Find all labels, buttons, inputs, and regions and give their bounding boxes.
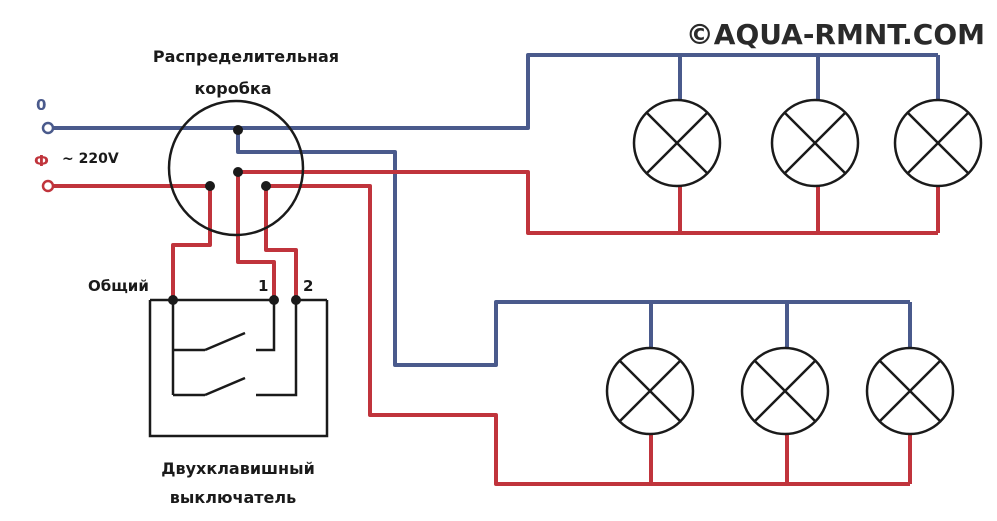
- common-terminal-label: Общий: [88, 277, 149, 295]
- neutral-terminal: [41, 121, 55, 135]
- lamp: [770, 98, 860, 188]
- switch-terminal-1-node: [269, 295, 279, 305]
- lamp: [605, 346, 695, 436]
- neutral-label: 0: [36, 96, 46, 114]
- junction-node-right: [261, 181, 271, 191]
- junction-node-neutral: [233, 125, 243, 135]
- junction-box-label-line1: Распределительная: [153, 47, 339, 66]
- wire-from-terminal-1: [236, 172, 276, 300]
- lower-group-feed: [266, 184, 910, 486]
- double-switch: [148, 298, 329, 438]
- phase-wires: [50, 170, 940, 486]
- junction-node-center: [233, 167, 243, 177]
- lamp: [893, 98, 983, 188]
- switch-key-2-blade: [204, 376, 246, 397]
- switch-key-1-contact: [256, 300, 276, 352]
- neutral-lower-wire: [236, 128, 910, 367]
- switch-label-line2: выключатель: [170, 488, 296, 507]
- junction-box-label-line2: коробка: [194, 79, 271, 98]
- voltage-label: ~ 220V: [62, 151, 119, 167]
- lamp: [865, 346, 955, 436]
- wire-from-terminal-2: [264, 186, 298, 300]
- lamp: [740, 346, 830, 436]
- switch-key-2-contact: [256, 300, 298, 397]
- phase-terminal: [41, 179, 55, 193]
- junction-node-left: [205, 181, 215, 191]
- switch-housing: [148, 300, 329, 438]
- switch-common-node: [168, 295, 178, 305]
- terminal-1-label: 1: [258, 277, 268, 295]
- terminal-2-label: 2: [303, 277, 313, 295]
- switch-label-line1: Двухклавишный: [161, 459, 315, 478]
- phase-label: Ф: [34, 152, 49, 170]
- junction-box: [167, 99, 305, 237]
- lamp: [632, 98, 722, 188]
- phase-to-common: [171, 186, 212, 300]
- switch-terminal-2-node: [291, 295, 301, 305]
- watermark: ©AQUA-RMNT.COM: [686, 18, 985, 51]
- switch-key-1-blade: [204, 331, 246, 352]
- upper-group-feed: [238, 170, 938, 235]
